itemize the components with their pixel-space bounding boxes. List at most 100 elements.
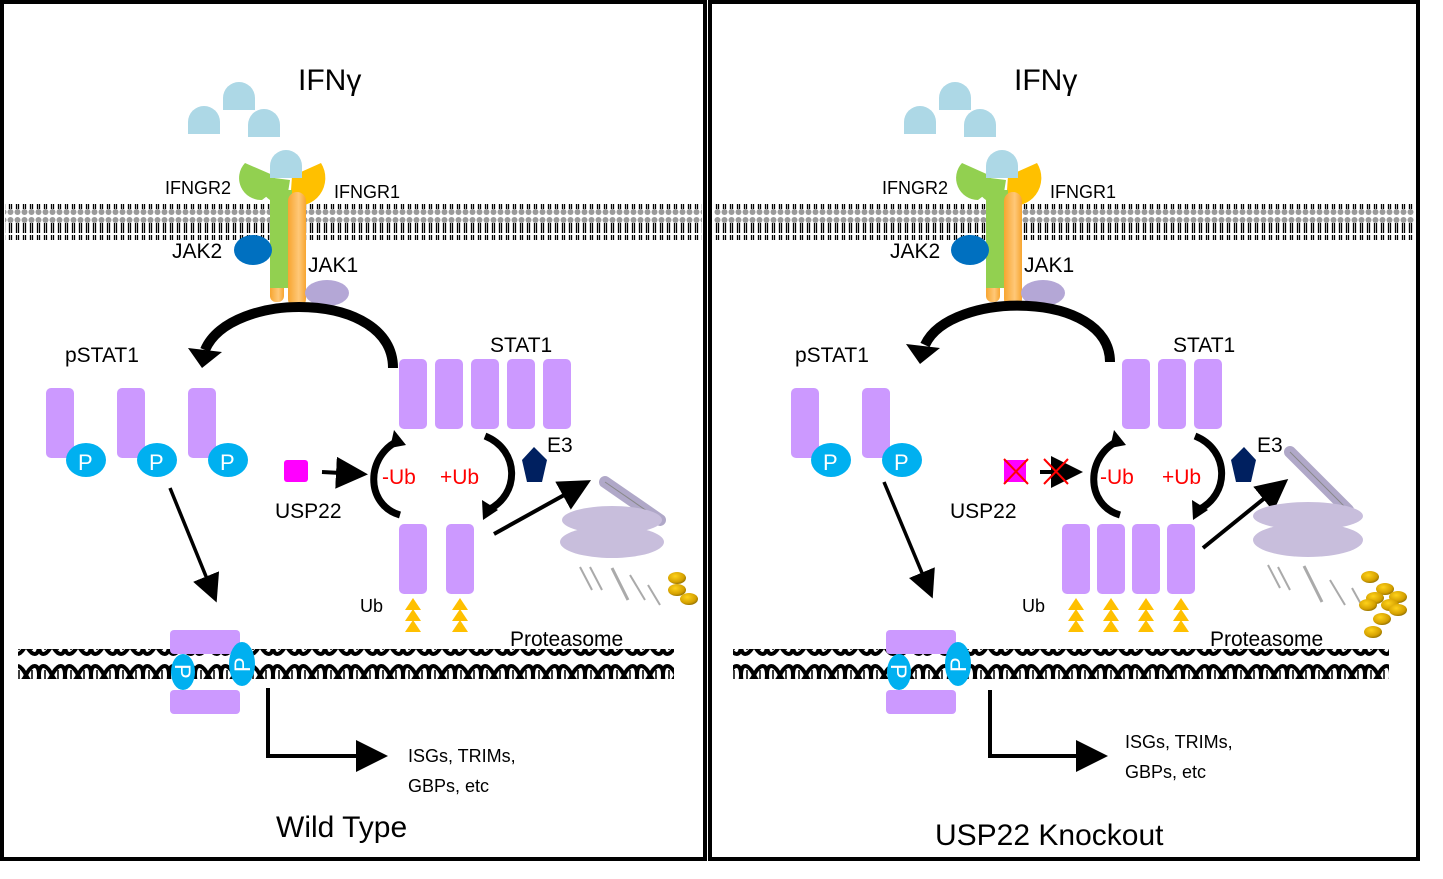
jak1-protein [305, 280, 349, 306]
phosphorylation-arrow-head [188, 348, 222, 368]
stat1-label: STAT1 [490, 334, 552, 357]
ubiquitin-icon [405, 620, 421, 632]
panel-title: Wild Type [276, 811, 407, 844]
stat1-group [1122, 359, 1222, 429]
ubiquitin-icon [1173, 598, 1189, 610]
phospho-label: P [149, 450, 164, 475]
ubiquitination-arrow [483, 432, 516, 514]
phospho-label: P [78, 450, 93, 475]
ubiquitin-icon [452, 598, 468, 610]
pstat1-dimer-bottom [886, 690, 956, 714]
ub-stat1-monomer [399, 524, 427, 594]
proteasome [560, 476, 666, 606]
ub-stat1-monomer [446, 524, 474, 594]
ub-stat1-monomer [1062, 524, 1090, 594]
phospho-site [811, 443, 851, 477]
pstat1-monomer [46, 388, 74, 458]
pstat1-monomer [117, 388, 145, 458]
usp22-label: USP22 [275, 500, 342, 523]
cell-membrane [714, 204, 1414, 240]
ifngr1-label: IFNGR1 [334, 182, 400, 202]
phosphorylation-arrow-head [906, 344, 940, 364]
jak1-label: JAK1 [308, 254, 358, 277]
blocked-cross-icon [1043, 458, 1069, 485]
deub-label: -Ub [1100, 466, 1134, 489]
e3-ligase [1231, 447, 1256, 482]
usp22-arrow [321, 456, 368, 489]
ub-add-label: +Ub [1162, 466, 1201, 489]
stat1-monomer [543, 359, 571, 429]
phospho-label: P [894, 450, 909, 475]
ifng-molecule [248, 109, 280, 137]
deubiquitination-arrow [1090, 436, 1122, 519]
phospho-site [887, 654, 911, 690]
transcription-arrow [988, 690, 1108, 772]
ifngr2-label: IFNGR2 [882, 178, 948, 198]
ubiquitin-icon [1103, 598, 1119, 610]
pstat1-label: pSTAT1 [795, 344, 869, 367]
phospho-site [208, 443, 248, 477]
ubiquitin-icon [1138, 598, 1154, 610]
ifng-molecule [223, 82, 255, 110]
ifng-molecule [188, 106, 220, 134]
stat1-monomer [507, 359, 535, 429]
ifng-label: IFNγ [1014, 64, 1077, 97]
ifng-molecule [939, 82, 971, 110]
e3-ligase [522, 447, 547, 482]
pstat1-dimer-bottom [170, 690, 240, 714]
phospho-label: P [886, 664, 911, 679]
proteasome [1253, 446, 1363, 607]
stat1-group [399, 359, 571, 429]
ifngr1-stalk [1004, 192, 1022, 308]
ubiquitin-icon [1173, 620, 1189, 632]
phospho-label: P [946, 657, 971, 672]
ubiquitin-icon [1068, 598, 1084, 610]
degradation-arrow [1201, 478, 1289, 550]
target-genes-line1: ISGs, TRIMs, [1125, 732, 1233, 752]
ifngr1-stalk [288, 192, 306, 308]
ifngr-receptor-complex [956, 150, 1042, 308]
peptide-fragments [1359, 571, 1407, 638]
stat1-monomer [471, 359, 499, 429]
ifng-molecule [904, 106, 936, 134]
ifng-ligands [188, 82, 280, 137]
ifng-label: IFNγ [298, 64, 361, 97]
degradation-arrow [493, 480, 591, 536]
usp22-label: USP22 [950, 500, 1017, 523]
e3-label: E3 [1257, 434, 1283, 457]
ubiquitin-icon [405, 609, 421, 621]
ifng-ligands [904, 82, 996, 137]
peptide-fragments [668, 572, 698, 605]
phosphorylation-arrow [920, 300, 1115, 363]
knockout-cross-icon [1003, 458, 1029, 485]
dna-helix [733, 649, 1389, 679]
pstat1-monomer [862, 388, 890, 458]
e3-label: E3 [547, 434, 573, 457]
ubiquitinated-stat1-group [399, 524, 474, 632]
ubiquitin-icon [405, 598, 421, 610]
stat1-label: STAT1 [1173, 334, 1235, 357]
ifng-bound [270, 150, 302, 178]
ifngr2-stalk [270, 190, 292, 288]
phospho-site [66, 443, 106, 477]
phospho-site [229, 642, 255, 686]
target-genes-line1: ISGs, TRIMs, [408, 746, 516, 766]
stat1-monomer [1122, 359, 1150, 429]
ifngr-receptor-complex [239, 150, 326, 308]
ubiquitination-arrow [1193, 432, 1226, 514]
deub-label: -Ub [382, 466, 416, 489]
nuclear-translocation-arrow [882, 481, 935, 599]
pstat1-monomer [188, 388, 216, 458]
ub-stat1-monomer [1097, 524, 1125, 594]
proteasome-label: Proteasome [510, 628, 623, 651]
phospho-site [171, 654, 195, 690]
panel-border-knockout [708, 0, 1420, 861]
ub-label: Ub [360, 596, 383, 616]
jak1-protein [1021, 280, 1065, 306]
ubiquitin-icon [1138, 620, 1154, 632]
ubiquitin-icon [452, 620, 468, 632]
